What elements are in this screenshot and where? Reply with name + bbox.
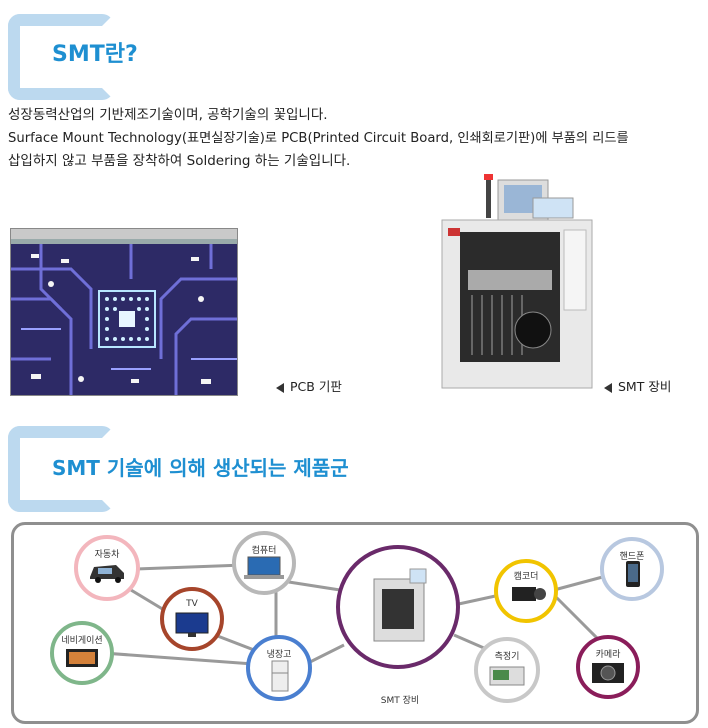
product-node-car: 자동차 <box>74 535 140 601</box>
section-title-smt: SMT란? <box>52 42 138 67</box>
product-node-fridge: 냉장고 <box>246 635 312 701</box>
product-node-meter: 측정기 <box>474 637 540 703</box>
tv-icon <box>175 612 209 637</box>
intro-line-2: Surface Mount Technology(표면실장기술)로 PCB(Pr… <box>8 131 629 146</box>
triangle-left-icon <box>276 382 284 393</box>
camcorder-label: 캠코더 <box>513 572 539 582</box>
triangle-left-icon <box>604 382 612 393</box>
section-title-products: SMT 기술에 의해 생산되는 제품군 <box>52 456 349 480</box>
camcorder-icon <box>512 587 546 601</box>
intro-line-3: 삽입하지 않고 부품을 장착하여 Soldering 하는 기술입니다. <box>8 153 351 169</box>
intro-line-1: 성장동력산업의 기반제조기술이며, 공학기술의 꽃입니다. <box>8 107 328 123</box>
tv-label: TV <box>186 599 198 609</box>
car-label: 자동차 <box>94 550 120 560</box>
heading-bracket-decoration <box>8 14 114 100</box>
camera-icon <box>592 663 624 683</box>
product-network-panel: 자동차 컴퓨터 TV 네비게이션 냉장고 <box>11 522 699 724</box>
smt-caption: SMT 장비 <box>604 376 671 395</box>
intro-paragraph: 성장동력산업의 기반제조기술이며, 공학기술의 꽃입니다. Surface Mo… <box>8 104 629 173</box>
product-node-computer: 컴퓨터 <box>232 531 296 595</box>
product-node-smt <box>336 545 460 669</box>
heading-bracket-decoration <box>8 426 114 512</box>
fridge-label: 냉장고 <box>266 650 292 660</box>
phone-label: 핸드폰 <box>619 552 645 562</box>
navigation-label: 네비게이션 <box>61 636 103 646</box>
smt-caption-text: SMT 장비 <box>618 379 672 394</box>
navigation-icon <box>66 649 98 667</box>
smt-machine-icon <box>373 568 427 642</box>
computer-label: 컴퓨터 <box>251 546 277 556</box>
pcb-board-image <box>10 228 238 396</box>
camera-label: 카메라 <box>595 650 621 660</box>
car-icon <box>90 565 124 583</box>
product-node-camera: 카메라 <box>576 635 640 699</box>
smt-label: SMT 장비 <box>380 696 420 706</box>
smt-machine-image <box>438 170 598 392</box>
product-node-navigation: 네비게이션 <box>50 621 114 685</box>
phone-icon <box>626 561 640 587</box>
laptop-icon <box>244 556 284 579</box>
fridge-icon <box>271 660 289 692</box>
product-node-camcorder: 캠코더 <box>494 559 558 623</box>
meter-icon <box>489 666 525 686</box>
product-node-tv: TV <box>160 587 224 651</box>
product-node-phone: 핸드폰 <box>600 537 664 601</box>
meter-label: 측정기 <box>494 652 520 662</box>
pcb-caption-text: PCB 기판 <box>290 379 342 394</box>
pcb-caption: PCB 기판 <box>276 376 342 395</box>
